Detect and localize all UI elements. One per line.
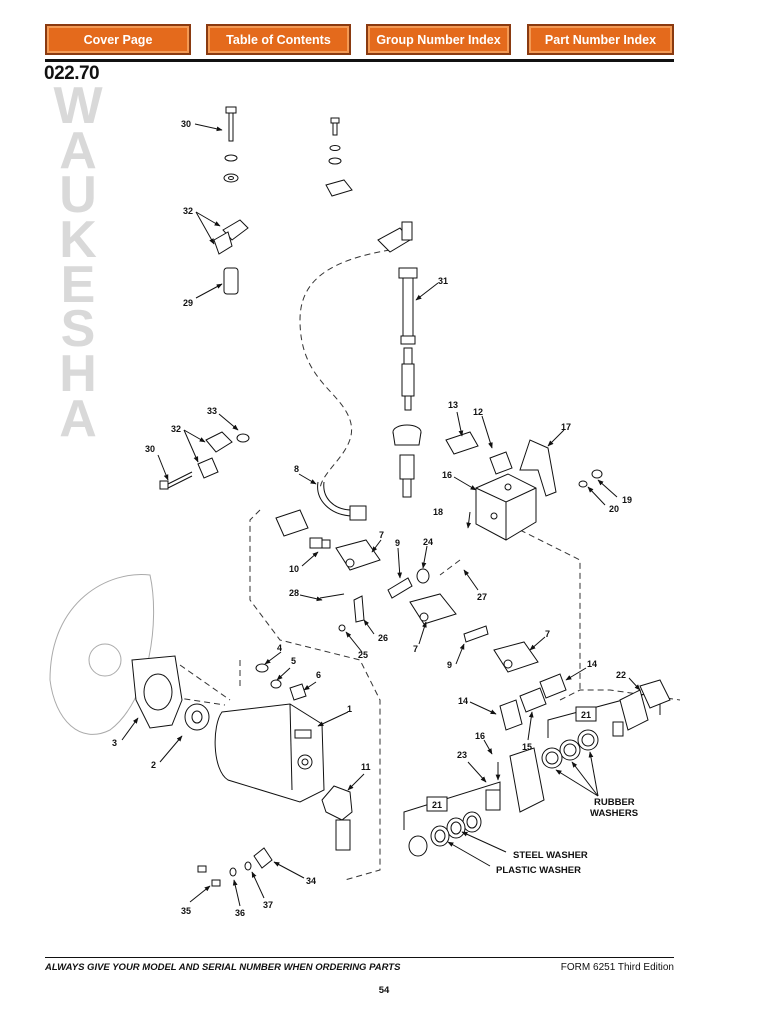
callout-16: 16 [442, 470, 452, 480]
watermark-letter: H [59, 345, 97, 404]
callout-24: 24 [423, 537, 433, 547]
callout-7: 7 [379, 530, 384, 540]
group-21-box [426, 796, 448, 812]
callout-15: 15 [522, 742, 532, 752]
mounting-block [445, 431, 603, 541]
callout-32: 32 [183, 206, 193, 216]
callout-8: 8 [294, 464, 299, 474]
clamp-cluster-left [159, 431, 250, 490]
page-number: 54 [378, 985, 390, 996]
watermark-letter: K [59, 211, 97, 270]
callout-4: 4 [277, 643, 282, 653]
group-21-box [575, 706, 597, 722]
callout-1: 1 [347, 704, 352, 714]
exploded-parts-diagram: 30 32 29 31 33 32 30 8 13 12 17 16 18 19… [49, 106, 681, 918]
watermark-letter: S [60, 300, 96, 359]
callout-30: 30 [145, 444, 155, 454]
group-number-index-button[interactable]: Group Number Index [366, 24, 511, 55]
watermark-letter: A [59, 121, 97, 180]
callout-numbers: 30 32 29 31 33 32 30 8 13 12 17 16 18 19… [112, 119, 632, 918]
form-edition: FORM 6251 Third Edition [560, 962, 674, 973]
plastic-washer-label: PLASTIC WASHER [496, 865, 581, 876]
callout-21: 21 [432, 800, 442, 810]
callout-14: 14 [587, 659, 597, 669]
bolt-stack-top-left [213, 106, 249, 295]
fuel-pump-assembly [49, 573, 353, 851]
fittings-cluster [275, 509, 567, 731]
watermark-letter: E [60, 255, 96, 314]
callout-7: 7 [545, 629, 550, 639]
callout-5: 5 [291, 656, 296, 666]
callout-31: 31 [438, 276, 448, 286]
callout-25: 25 [358, 650, 368, 660]
cover-page-button[interactable]: Cover Page [45, 24, 191, 55]
callout-7: 7 [413, 644, 418, 654]
callout-20: 20 [609, 504, 619, 514]
callout-34: 34 [306, 876, 316, 886]
ordering-notice: ALWAYS GIVE YOUR MODEL AND SERIAL NUMBER… [45, 962, 401, 973]
bottom-hardware [197, 847, 273, 887]
section-number: 022.70 [44, 63, 100, 84]
callout-9: 9 [395, 538, 400, 548]
rubber-washers-label: RUBBER [594, 797, 635, 808]
callout-3: 3 [112, 738, 117, 748]
callout-30: 30 [181, 119, 191, 129]
callout-19: 19 [622, 495, 632, 505]
callout-16: 16 [475, 731, 485, 741]
callout-17: 17 [561, 422, 571, 432]
footer-rule [45, 957, 674, 958]
watermark-letter: U [59, 166, 97, 225]
callout-10: 10 [289, 564, 299, 574]
callout-11: 11 [361, 762, 371, 772]
watermark-letter: W [53, 77, 103, 135]
leader-lines [121, 123, 641, 907]
waukesha-watermark: W A U K E S H A [48, 77, 108, 448]
callout-26: 26 [378, 633, 388, 643]
callout-28: 28 [289, 588, 299, 598]
watermark-letter: A [59, 389, 97, 448]
callout-35: 35 [181, 906, 191, 916]
table-of-contents-button[interactable]: Table of Contents [206, 24, 351, 55]
callout-2: 2 [151, 760, 156, 770]
bolt-stack-top-middle [325, 117, 353, 197]
callout-6: 6 [316, 670, 321, 680]
header-rule [45, 59, 674, 62]
callout-13: 13 [448, 400, 458, 410]
callout-37: 37 [263, 900, 273, 910]
callout-21: 21 [581, 710, 591, 720]
callout-32: 32 [171, 424, 181, 434]
injector-assembly [377, 221, 422, 498]
callout-22: 22 [616, 670, 626, 680]
washers-and-connector [408, 679, 671, 857]
callout-36: 36 [235, 908, 245, 918]
callout-29: 29 [183, 298, 193, 308]
callout-18: 18 [433, 507, 443, 517]
callout-14: 14 [458, 696, 468, 706]
group-21-labels: 21 21 [426, 706, 597, 812]
fuel-hose [317, 481, 367, 521]
part-number-index-button[interactable]: Part Number Index [527, 24, 674, 55]
rubber-washers-label: WASHERS [590, 808, 638, 819]
callout-23: 23 [457, 750, 467, 760]
callout-12: 12 [473, 407, 483, 417]
callout-27: 27 [477, 592, 487, 602]
callout-33: 33 [207, 406, 217, 416]
callout-9: 9 [447, 660, 452, 670]
steel-washer-label: STEEL WASHER [513, 850, 588, 861]
